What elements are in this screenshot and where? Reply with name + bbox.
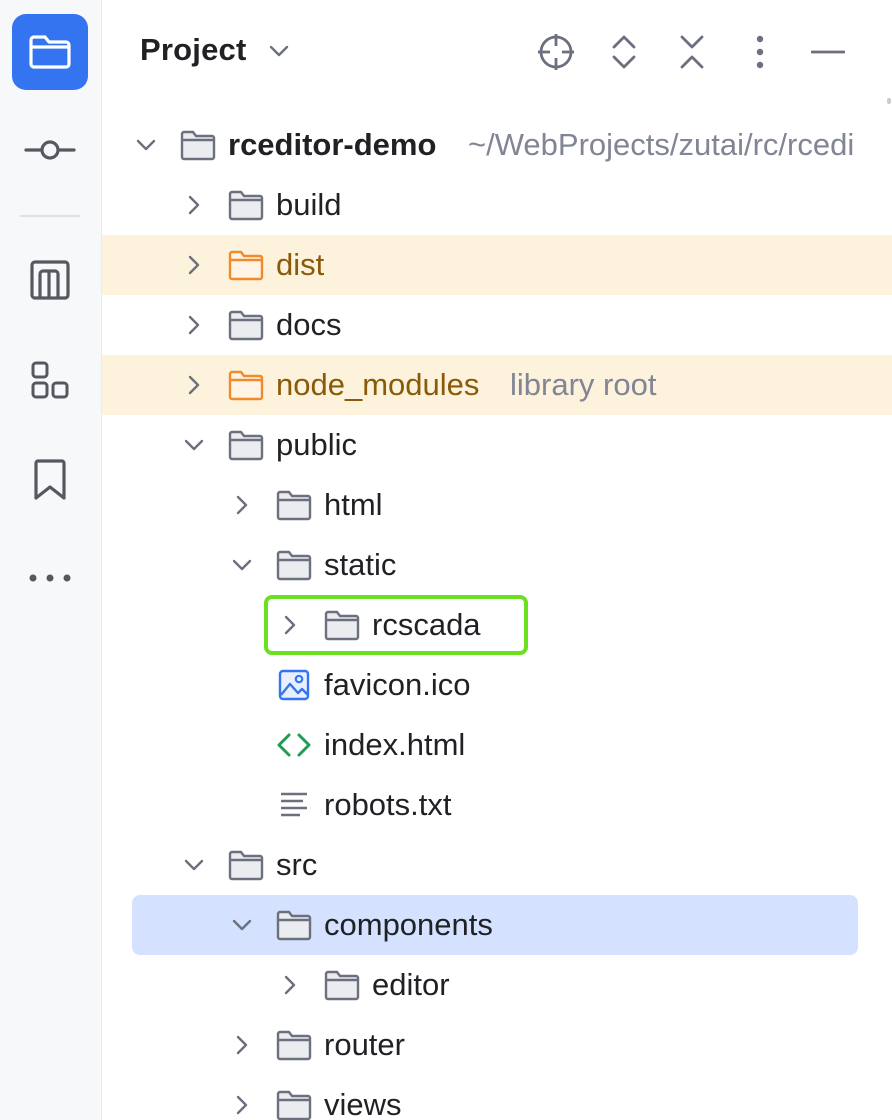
plugins-icon: [31, 361, 69, 399]
folder-icon: [180, 130, 216, 161]
locate-button[interactable]: [534, 30, 578, 74]
chevron-down-icon[interactable]: [134, 133, 158, 157]
options-button[interactable]: [738, 30, 782, 74]
folder-icon: [276, 1030, 312, 1061]
folder-icon: [276, 490, 312, 521]
chevron-right-icon[interactable]: [182, 253, 206, 277]
tree-row-label: dist: [276, 247, 325, 282]
panel-header: Project: [102, 0, 892, 104]
expand-selected-button[interactable]: [602, 30, 646, 74]
collapse-all-icon: [680, 35, 704, 69]
tree-row-robots[interactable]: robots.txt: [102, 775, 892, 835]
tree-row-node-modules[interactable]: node_modules library root: [102, 355, 892, 415]
bookmark-icon: [34, 459, 66, 500]
tree-row-label: html: [324, 487, 383, 522]
folder-icon: [276, 550, 312, 581]
chevron-down-icon[interactable]: [182, 853, 206, 877]
minimize-icon: [811, 50, 845, 54]
tree-row-label: components: [324, 907, 493, 942]
tree-row-components[interactable]: components: [102, 895, 892, 955]
tree-row-label: editor: [372, 967, 450, 1002]
selection-highlight: [132, 895, 858, 955]
tree-row-docs[interactable]: docs: [102, 295, 892, 355]
tree-row-root[interactable]: rceditor-demo ~/WebProjects/zutai/rc/rce…: [102, 115, 892, 175]
tree-row-dist[interactable]: dist: [102, 235, 892, 295]
tree-row-label: src: [276, 847, 318, 882]
chevron-right-icon[interactable]: [182, 193, 206, 217]
folder-icon: [228, 310, 264, 341]
tree-row-label: views: [324, 1087, 402, 1120]
scrollbar-thumb[interactable]: [887, 98, 891, 104]
highlight-outline: [264, 595, 528, 655]
tree-row-editor[interactable]: editor: [102, 955, 892, 1015]
hide-panel-button[interactable]: [806, 30, 850, 74]
excluded-folder-icon: [228, 250, 264, 281]
folder-icon: [228, 430, 264, 461]
tool-window-rail: [0, 0, 102, 1120]
tree-row-label: docs: [276, 307, 342, 342]
tree-row-rcscada[interactable]: rcscada: [102, 595, 892, 655]
text-file-icon: [281, 792, 307, 817]
folder-icon: [228, 190, 264, 221]
chevron-down-icon[interactable]: [182, 433, 206, 457]
html-file-icon: [277, 733, 311, 757]
tree-row-label: rceditor-demo: [228, 127, 437, 162]
chevron-right-icon[interactable]: [278, 973, 302, 997]
commit-icon: [24, 140, 76, 160]
tree-row-label: index.html: [324, 727, 466, 762]
tree-row-build[interactable]: build: [102, 175, 892, 235]
folder-icon: [276, 1090, 312, 1120]
chevron-down-icon[interactable]: [230, 553, 254, 577]
expand-collapse-icon: [612, 35, 636, 69]
chevron-right-icon[interactable]: [182, 313, 206, 337]
chevron-down-icon[interactable]: [230, 913, 254, 937]
structure-tool-button[interactable]: [12, 242, 88, 318]
bookmarks-tool-button[interactable]: [12, 442, 88, 518]
tree-row-label: public: [276, 427, 357, 462]
chevron-right-icon[interactable]: [230, 493, 254, 517]
folder-icon: [228, 850, 264, 881]
more-horizontal-icon: [29, 574, 71, 582]
collapse-all-button[interactable]: [670, 30, 714, 74]
chevron-right-icon[interactable]: [230, 1033, 254, 1057]
chevron-right-icon[interactable]: [182, 373, 206, 397]
chevron-right-icon[interactable]: [278, 613, 302, 637]
structure-icon: [30, 260, 70, 300]
commit-tool-button[interactable]: [12, 112, 88, 188]
project-tool-button[interactable]: [12, 14, 88, 90]
library-root-hint: library root: [510, 367, 657, 402]
tree-row-static[interactable]: static: [102, 535, 892, 595]
tree-row-html[interactable]: html: [102, 475, 892, 535]
tree-row-label: favicon.ico: [324, 667, 471, 702]
more-vertical-icon: [756, 35, 764, 69]
tree-row-label: router: [324, 1027, 405, 1062]
excluded-folder-icon: [228, 370, 264, 401]
folder-icon: [29, 35, 71, 69]
tree-row-src[interactable]: src: [102, 835, 892, 895]
tree-row-public[interactable]: public: [102, 415, 892, 475]
tree-row-label: node_modules: [276, 367, 480, 402]
folder-icon: [324, 610, 360, 641]
tree-row-index-html[interactable]: index.html: [102, 715, 892, 775]
rail-separator: [20, 215, 80, 217]
tree-row-router[interactable]: router: [102, 1015, 892, 1075]
chevron-right-icon[interactable]: [230, 1093, 254, 1117]
tree-row-label: build: [276, 187, 342, 222]
project-panel: Project: [102, 0, 892, 1120]
more-tools-button[interactable]: [12, 540, 88, 616]
root-path: ~/WebProjects/zutai/rc/rcedi: [468, 127, 855, 162]
tree-row-label: static: [324, 547, 397, 582]
locate-icon: [538, 34, 574, 70]
panel-title[interactable]: Project: [140, 32, 247, 67]
tree-row-views[interactable]: views: [102, 1075, 892, 1120]
tree-row-label: robots.txt: [324, 787, 452, 822]
tree-row-label: rcscada: [372, 607, 481, 642]
chevron-down-icon[interactable]: [268, 40, 290, 62]
image-file-icon: [278, 669, 310, 701]
tree-row-favicon[interactable]: favicon.ico: [102, 655, 892, 715]
folder-icon: [276, 910, 312, 941]
plugins-tool-button[interactable]: [12, 342, 88, 418]
folder-icon: [324, 970, 360, 1001]
